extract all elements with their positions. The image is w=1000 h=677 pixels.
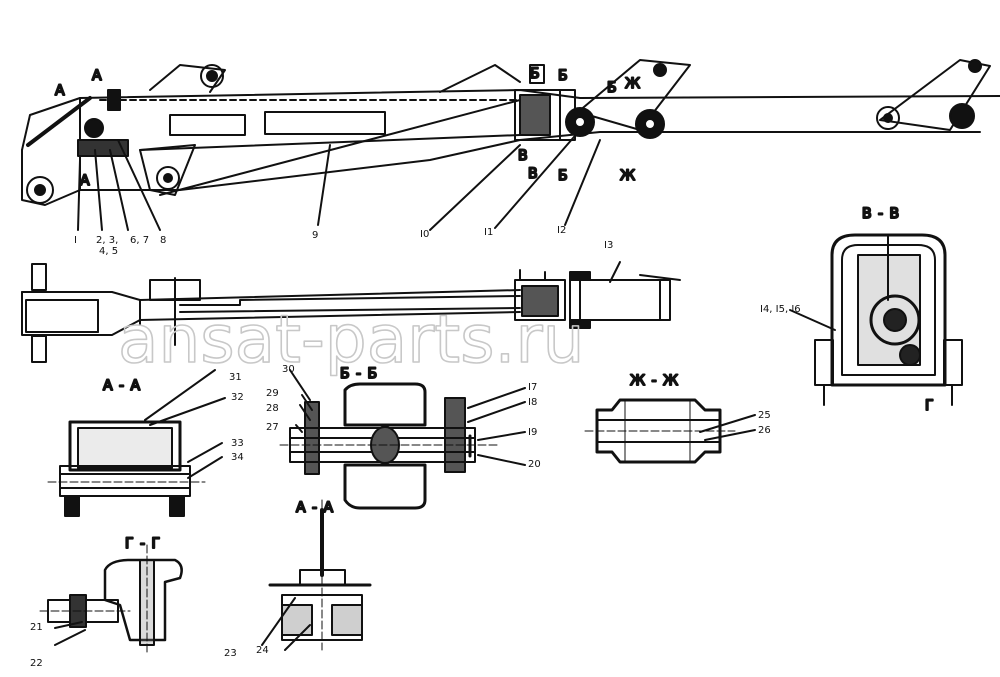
callout-34: 34 [231, 452, 244, 463]
view-marker-a3: А [80, 173, 91, 189]
view-marker-a1: А [55, 83, 66, 99]
callout-2: 2, 3, [96, 235, 118, 246]
callout-14: I4, I5, I6 [760, 304, 801, 315]
view-marker-zh2: Ж [620, 168, 636, 184]
view-marker-b4: Б [558, 168, 569, 184]
view-marker-b1: Б [530, 66, 541, 82]
view-marker-v1: В [528, 166, 539, 182]
section-title-gg: Г - Г [125, 536, 161, 552]
section-zhzh [584, 398, 756, 464]
section-title-aa-left: А - А [103, 378, 141, 394]
callout-23: 23 [224, 648, 237, 659]
callout-2b: 4, 5 [99, 246, 118, 257]
callout-30: 30 [282, 364, 295, 375]
section-title-vv: В - В [862, 206, 900, 222]
callout-12: I2 [557, 225, 566, 236]
section-aa-center [261, 499, 372, 651]
watermark-text: ansat-parts.ru [118, 301, 584, 378]
callout-18: I8 [528, 397, 537, 408]
callout-6: 6, 7 [130, 235, 149, 246]
view-marker-b3: Б [607, 80, 618, 96]
callout-20: 20 [528, 459, 541, 470]
section-bb [279, 369, 526, 510]
callout-26: 26 [758, 425, 771, 436]
callout-9: 9 [312, 230, 318, 241]
callout-21: 21 [30, 622, 43, 633]
side-view-frame [21, 59, 1000, 231]
callout-28: 28 [266, 403, 279, 414]
section-aa-left [47, 369, 226, 517]
section-gg [39, 544, 183, 656]
section-title-zhzh: Ж - Ж [630, 373, 679, 389]
callout-29: 29 [266, 388, 279, 399]
callout-32: 32 [231, 392, 244, 403]
callout-24: 24 [256, 645, 269, 656]
plan-view-frame [21, 261, 681, 363]
callout-22: 22 [30, 658, 43, 669]
section-title-aa-center: А - А [296, 500, 334, 516]
callout-10: I0 [420, 229, 429, 240]
view-marker-v2: В [518, 148, 529, 164]
callout-11: I1 [484, 227, 493, 238]
section-title-bb: Б - Б [340, 366, 378, 382]
callout-25: 25 [758, 410, 771, 421]
section-vv [789, 233, 963, 406]
view-marker-b2: Б [558, 68, 569, 84]
view-marker-a2: А [92, 68, 103, 84]
callout-31: 31 [229, 372, 242, 383]
callout-8: 8 [160, 235, 166, 246]
callout-1: I [74, 235, 77, 246]
callout-13: I3 [604, 240, 613, 251]
callout-33: 33 [231, 438, 244, 449]
view-marker-g1: Г [925, 398, 935, 414]
view-marker-zh1: Ж [625, 76, 641, 92]
callout-27: 27 [266, 422, 279, 433]
callout-17: I7 [528, 382, 537, 393]
callout-19: I9 [528, 427, 537, 438]
